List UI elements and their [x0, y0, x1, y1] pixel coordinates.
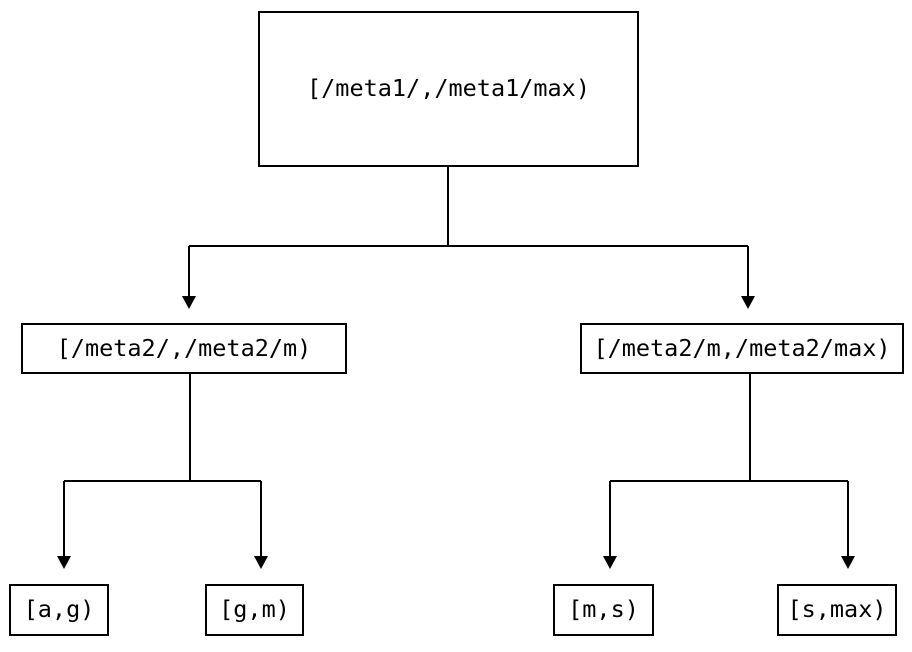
tree-node-meta2-low[interactable]: [/meta2/,/meta2/m) — [21, 323, 347, 374]
arrowhead-to-leaf-gm — [254, 556, 268, 569]
tree-node-leaf-ms-label: [m,s) — [568, 595, 639, 624]
tree-node-leaf-smax[interactable]: [s,max) — [777, 584, 897, 636]
tree-node-root-label: [/meta1/,/meta1/max) — [307, 74, 590, 103]
arrowhead-to-meta2-high — [741, 296, 755, 309]
arrowhead-to-leaf-smax — [841, 556, 855, 569]
arrowhead-to-meta2-low — [182, 296, 196, 309]
tree-node-leaf-gm-label: [g,m) — [219, 595, 290, 624]
arrowhead-to-leaf-ag — [57, 556, 71, 569]
tree-node-leaf-ms[interactable]: [m,s) — [553, 584, 654, 636]
tree-node-meta2-high-label: [/meta2/m,/meta2/max) — [593, 333, 891, 362]
tree-node-meta2-low-label: [/meta2/,/meta2/m) — [56, 333, 312, 362]
tree-node-leaf-ag-label: [a,g) — [23, 595, 95, 624]
tree-node-meta2-high[interactable]: [/meta2/m,/meta2/max) — [580, 323, 904, 374]
tree-node-root[interactable]: [/meta1/,/meta1/max) — [258, 11, 639, 167]
tree-node-leaf-ag[interactable]: [a,g) — [9, 584, 109, 636]
tree-node-leaf-smax-label: [s,max) — [787, 595, 887, 624]
tree-node-leaf-gm[interactable]: [g,m) — [205, 584, 304, 636]
arrowhead-to-leaf-ms — [603, 556, 617, 569]
